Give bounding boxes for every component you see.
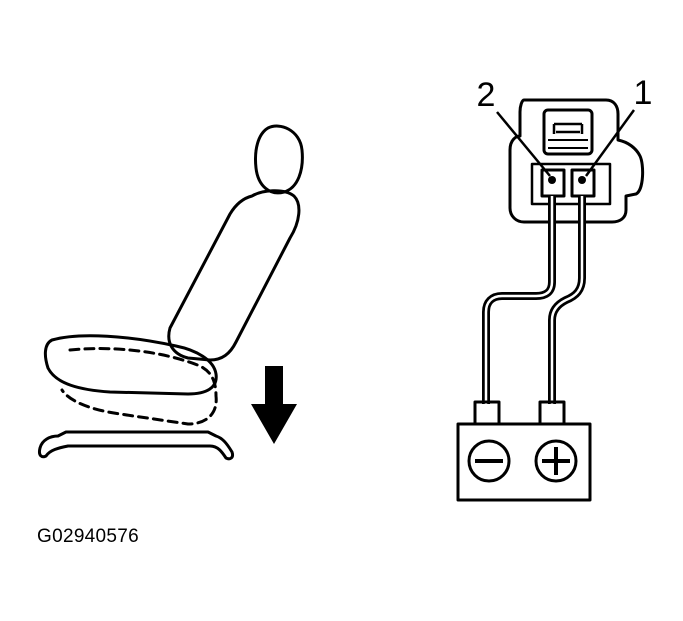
lower-arrow (251, 366, 297, 444)
battery-negative-post (473, 400, 501, 426)
connector-housing (508, 98, 645, 224)
seat-rail (38, 430, 234, 461)
pin-1-dot (578, 176, 586, 184)
seat-headrest (254, 124, 304, 195)
pin-1-leader (584, 109, 636, 177)
pin-2-dot (548, 176, 556, 184)
connector-latch (542, 108, 594, 156)
seat-cushion-lowered (60, 347, 218, 426)
battery-negative-symbol (467, 439, 511, 483)
battery-positive-post (538, 400, 566, 426)
pin-1-label: 1 (634, 74, 653, 112)
battery-positive-symbol (534, 439, 578, 483)
wire-pin2-negative (482, 196, 556, 404)
seat-illustration (38, 124, 304, 461)
wires (482, 196, 586, 404)
battery-body (456, 422, 592, 502)
battery (456, 400, 592, 502)
seat-backrest (167, 189, 301, 362)
pin-leaders (496, 109, 636, 177)
figure-id: G02940576 (37, 526, 140, 547)
seat-cushion (43, 334, 218, 396)
pin-2-leader (496, 111, 551, 177)
connector (508, 98, 645, 224)
pin-2-label: 2 (477, 76, 496, 114)
connector-terminal-block (530, 162, 612, 206)
